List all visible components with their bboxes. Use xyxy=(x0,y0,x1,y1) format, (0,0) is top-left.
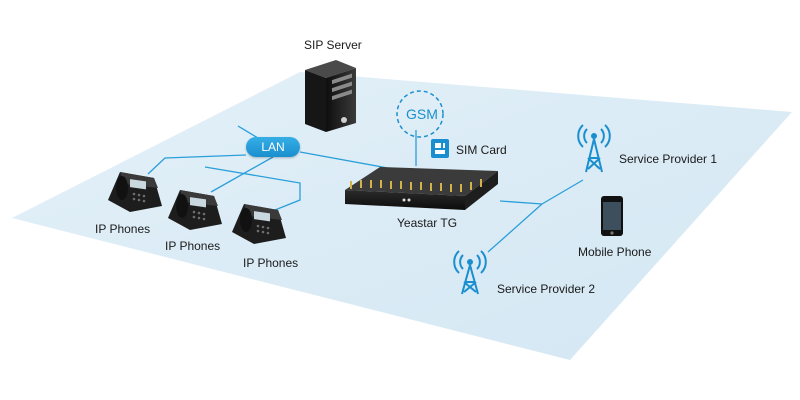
network-floor xyxy=(12,72,792,360)
mobile-phone-icon xyxy=(601,196,623,236)
sim-card-icon xyxy=(431,139,449,158)
gateway-device-icon xyxy=(345,167,498,210)
gsm-circle xyxy=(396,90,444,138)
cell-tower-icon xyxy=(577,124,611,173)
service-provider-2-label: Service Provider 2 xyxy=(497,282,596,296)
ip-phone-icon xyxy=(108,172,162,212)
cell-tower-icon xyxy=(453,250,487,295)
sim-card-label: SIM Card xyxy=(456,143,507,157)
gsm-label: GSM xyxy=(406,106,438,122)
ip-phone-icon xyxy=(232,204,286,244)
gateway-label: Yeastar TG xyxy=(397,216,458,230)
ip-phones-label: IP Phones xyxy=(243,256,299,270)
ip-phones-label: IP Phones xyxy=(165,239,221,253)
ip-phone-icon xyxy=(168,190,222,230)
mobile-phone-label: Mobile Phone xyxy=(578,245,652,259)
service-provider-1-label: Service Provider 1 xyxy=(619,152,718,166)
lan-badge: LAN xyxy=(246,137,300,157)
server-icon xyxy=(305,60,356,132)
sip-server-label: SIP Server xyxy=(304,38,362,52)
ip-phones-label: IP Phones xyxy=(95,222,151,236)
